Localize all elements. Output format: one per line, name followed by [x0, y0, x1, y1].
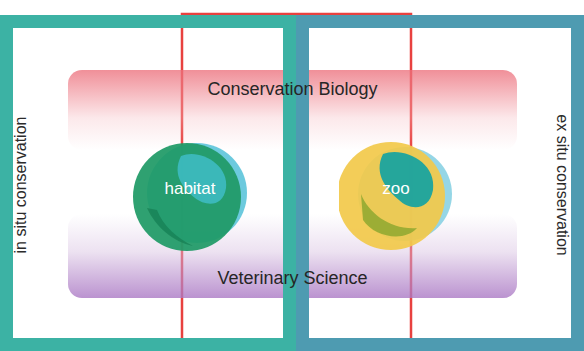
- frame-label: in situ conservation: [12, 117, 29, 254]
- globe-label: habitat: [164, 179, 215, 199]
- globe-continent: [361, 194, 417, 236]
- frame-label: ex situ conservation: [554, 114, 571, 255]
- globe-continent: [147, 208, 193, 246]
- frame-label-holder: in situ conservation: [12, 117, 30, 254]
- in-situ-frame: in situ conservation habitat: [0, 15, 296, 351]
- ex-situ-frame: ex situ conservation zoo: [296, 15, 584, 351]
- zoo-globe: zoo: [339, 138, 453, 252]
- habitat-globe: habitat: [133, 138, 247, 252]
- band-label: Veterinary Science: [217, 268, 367, 289]
- globe-disc: [339, 142, 445, 250]
- globe-label: zoo: [382, 179, 409, 199]
- frame-label-holder: ex situ conservation: [553, 114, 571, 255]
- globe-disc: [133, 143, 241, 251]
- band-label: Conservation Biology: [207, 79, 377, 100]
- globe-continent: [380, 152, 434, 207]
